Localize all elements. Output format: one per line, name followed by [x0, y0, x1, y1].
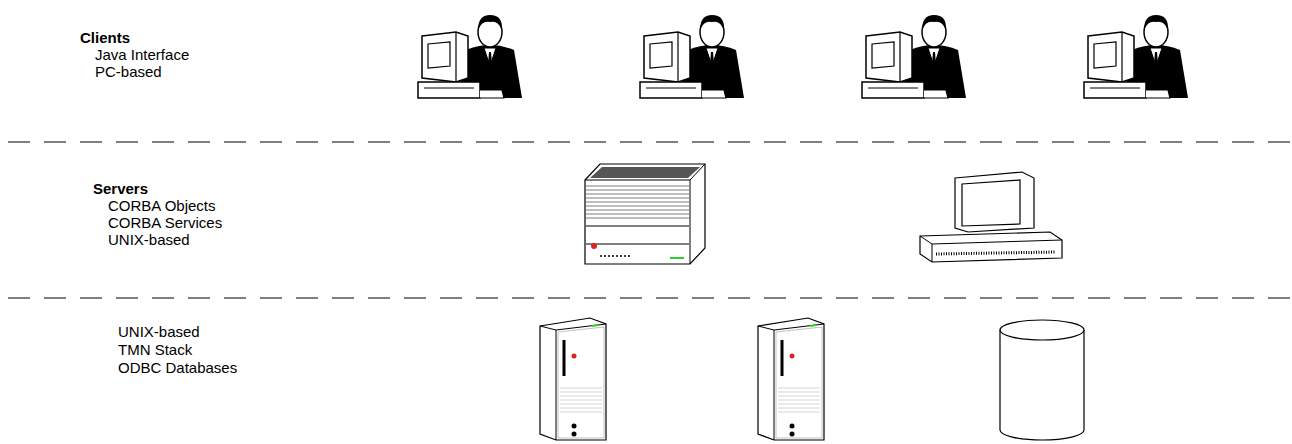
tier-separator	[8, 141, 1290, 142]
tier-heading: Servers	[93, 180, 148, 197]
tier-detail: Java Interface	[95, 46, 189, 63]
tier-heading: Clients	[80, 29, 130, 46]
tower-server-icon	[540, 318, 606, 440]
server-icon	[585, 164, 705, 264]
tier-detail: CORBA Services	[108, 214, 222, 231]
workstation-icon	[920, 172, 1062, 262]
database-icon	[1000, 320, 1084, 440]
tier-detail: ODBC Databases	[118, 359, 237, 376]
tier-detail: UNIX-based	[108, 231, 190, 248]
tier-detail: TMN Stack	[118, 341, 192, 358]
tier-separator	[8, 297, 1290, 298]
client-icon	[1084, 15, 1188, 98]
client-icon	[640, 15, 744, 98]
client-icon	[862, 15, 966, 98]
tier-detail: PC-based	[95, 63, 162, 80]
tier-detail: UNIX-based	[118, 323, 200, 340]
tier-detail: CORBA Objects	[108, 197, 216, 214]
client-icon	[418, 15, 522, 98]
tower-server-icon	[758, 318, 824, 440]
